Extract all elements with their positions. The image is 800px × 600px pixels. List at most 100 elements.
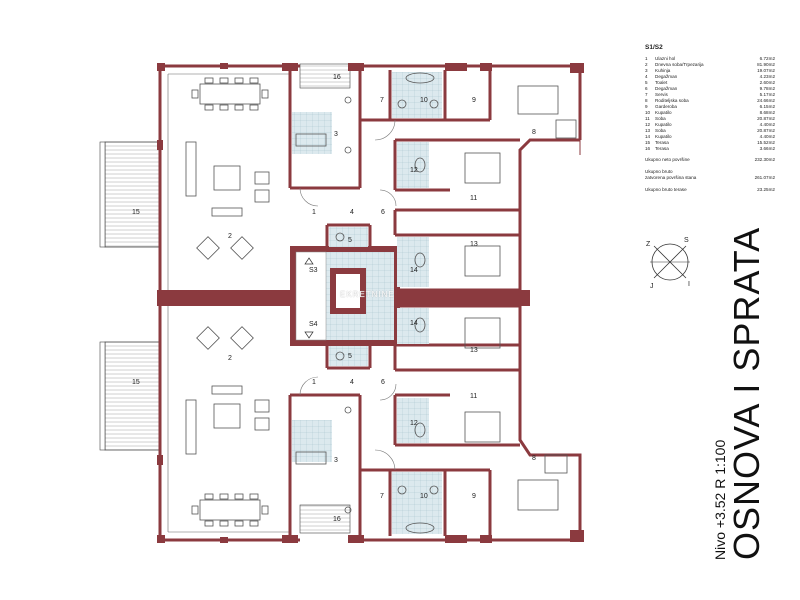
label-7-bottom: 7 [380,493,384,500]
gross-value: 261.07m2 [754,175,775,180]
label-1-top: 1 [312,209,316,216]
bottom-unit-walls [288,304,520,536]
furniture-bottom [185,317,568,534]
label-8-bottom: 8 [532,455,536,462]
legend-n: 1 [645,56,648,61]
label-6-top: 6 [381,209,385,216]
net-label: Ukupno neto površine [645,157,690,162]
gross-label-1: Ukupno bruto [645,169,673,174]
watermark: EKRETNINE [340,290,395,299]
label-s3: S3 [309,267,318,274]
label-11-top: 11 [470,195,477,202]
legend-n: 10 [645,110,651,115]
label-2-top: 2 [228,233,232,240]
legend-name: Soba [655,128,666,133]
stair-arrows [304,257,314,339]
terrace-16-bottom [299,504,351,534]
legend-rows: 1 Ulazni hol 6.72m2 2 Dnevna soba/Trpezarija… [645,56,775,152]
legend-area: 81.90m2 [757,62,775,67]
legend-name: Roditeljska soba [655,98,689,103]
label-10-top: 10 [420,97,428,104]
compass-i: I [688,281,690,288]
gross-label: Ukupno bruto zatvorena površina stana [645,169,745,181]
doors [299,119,397,471]
legend-name: Dnevna soba/Trpezarija [655,62,704,67]
label-5-top: 5 [348,237,352,244]
label-10-bottom: 10 [420,493,428,500]
terrace-16-top [299,63,351,89]
legend-area: 24.66m2 [757,98,775,103]
legend-name: Servis [655,92,668,97]
bath-14-bottom-floor [397,308,429,344]
terrace-label: Ukupno bruto terase [645,187,687,192]
legend-name: Terasa [655,146,669,151]
label-13-top: 13 [470,241,478,248]
label-9-bottom: 9 [472,493,476,500]
legend-area: 6.72m2 [759,56,775,61]
compass-z: Z [646,241,651,248]
label-14-top: 14 [410,267,418,274]
bath-10-bottom-floor [392,472,442,534]
legend-n: 5 [645,80,648,85]
legend-n: 6 [645,86,648,91]
bath-14-top-floor [397,237,429,287]
legend-area: 4.40m2 [759,122,775,127]
legend-name: Degažman [655,74,678,79]
legend-area: 6.15m2 [759,104,775,109]
legend-row: 2 Dnevna soba/Trpezarija 81.90m2 [645,62,775,68]
legend-area: 4.23m2 [759,74,775,79]
legend-name: Garderoba [655,104,677,109]
stair-core [290,246,400,346]
label-12-top: 12 [410,167,418,174]
room-labels-top: 16 7 10 9 8 3 12 11 15 2 1 4 6 5 13 14 S… [132,74,536,274]
legend-area: 3.66m2 [759,146,775,151]
label-6-bottom: 6 [381,379,385,386]
legend-n: 2 [645,62,648,67]
label-8-top: 8 [532,129,536,136]
label-16-bottom: 16 [333,516,341,523]
wall-piers [157,63,584,543]
label-7-top: 7 [380,97,384,104]
label-16-top: 16 [333,74,341,81]
floor-title: OSNOVA I SPRATA [726,226,767,560]
legend-n: 9 [645,104,648,109]
label-15-bottom: 15 [132,379,140,386]
legend-area: 20.87m2 [757,128,775,133]
legend-area: 9.78m2 [759,86,775,91]
legend-name: Kuhinja [655,68,671,73]
legend-n: 14 [645,134,651,139]
legend-name: Ulazni hol [655,56,676,61]
label-4-top: 4 [350,209,354,216]
bath-12-top-floor [397,142,429,188]
legend-name: Terasa [655,140,669,145]
compass-j: J [650,283,654,290]
wc-5-bottom-floor [329,346,368,366]
wc-5-top-floor [329,227,368,247]
legend-n: 3 [645,68,648,73]
terrace-15-top [99,141,161,248]
label-14-bottom: 14 [410,320,418,327]
bath-12-bottom-floor [397,398,429,443]
label-5-bottom: 5 [348,353,352,360]
legend-n: 4 [645,74,648,79]
gross-label-2: zatvorena površina stana [645,175,697,180]
furniture-top [185,72,577,277]
label-s4: S4 [309,321,318,328]
net-value: 232.30m2 [754,157,775,162]
legend-name: Toalet [655,80,668,85]
label-3-bottom: 3 [334,457,338,464]
legend-name: Kupatilo [655,122,672,127]
kitchen-bottom-floor [292,420,332,462]
